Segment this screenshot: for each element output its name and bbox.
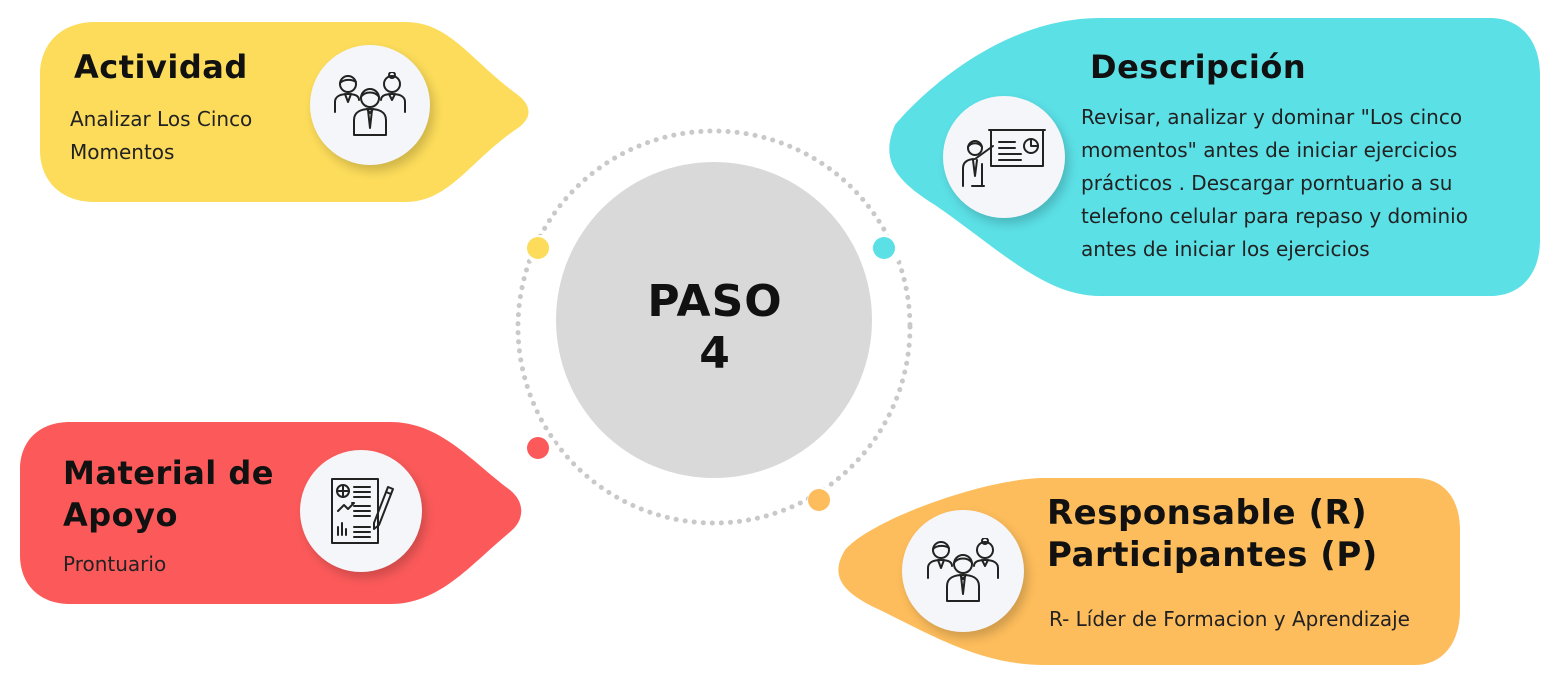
responsable-title-line2: Participantes (P) bbox=[1047, 535, 1378, 575]
responsable-title: Responsable (R) Participantes (P) bbox=[1047, 492, 1378, 576]
document-report-icon bbox=[331, 478, 394, 544]
connector-dot-yellow bbox=[526, 235, 556, 265]
descripcion-icon-disc bbox=[943, 96, 1065, 218]
material-title: Material de Apoyo bbox=[63, 452, 274, 536]
material-icon-disc bbox=[300, 450, 422, 572]
material-text: Prontuario bbox=[63, 552, 167, 576]
responsable-title-line1: Responsable (R) bbox=[1047, 493, 1368, 533]
actividad-icon-disc bbox=[310, 45, 430, 165]
actividad-text: Analizar Los Cinco Momentos bbox=[70, 107, 253, 164]
card-descripcion-shape bbox=[889, 18, 1540, 296]
dotted-ring bbox=[515, 128, 913, 526]
team-people-icon bbox=[334, 72, 406, 136]
center-label-line2: 4 bbox=[699, 328, 731, 379]
team-people-icon bbox=[927, 538, 999, 602]
center-circle bbox=[556, 162, 872, 478]
responsable-text: R- Líder de Formacion y Aprendizaje bbox=[1049, 607, 1410, 631]
material-title-line1: Material de bbox=[63, 454, 274, 492]
descripcion-title: Descripción bbox=[1090, 48, 1307, 86]
connector-dot-orange bbox=[807, 487, 837, 517]
center-label-line1: PASO bbox=[647, 276, 783, 327]
actividad-title: Actividad bbox=[74, 48, 248, 86]
connector-dot-red bbox=[526, 435, 556, 465]
responsable-icon-disc bbox=[902, 510, 1024, 632]
presentation-board-icon bbox=[962, 129, 1046, 187]
material-title-line2: Apoyo bbox=[63, 496, 178, 534]
connector-dot-cyan bbox=[873, 235, 903, 265]
center-label: PASO 4 bbox=[600, 276, 830, 380]
descripcion-text: Revisar, analizar y dominar "Los cinco m… bbox=[1081, 105, 1468, 261]
